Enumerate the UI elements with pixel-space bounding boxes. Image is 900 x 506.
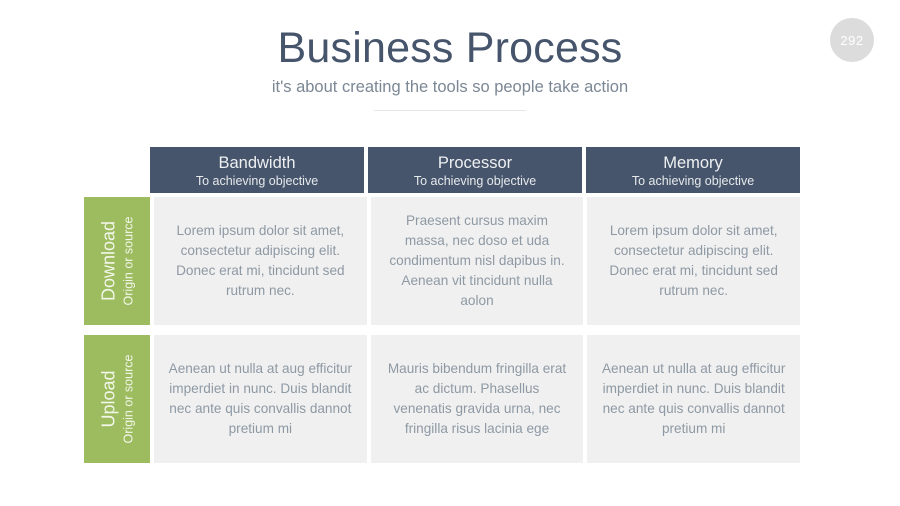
title-divider bbox=[374, 110, 526, 111]
table-row: Upload Origin or source Aenean ut nulla … bbox=[84, 335, 801, 463]
page-title: Business Process bbox=[277, 24, 623, 72]
row-label-subtitle: Origin or source bbox=[121, 354, 136, 444]
cell-text: Aenean ut nulla at aug efficitur imperdi… bbox=[168, 361, 353, 436]
row-label-download: Download Origin or source bbox=[84, 197, 150, 325]
column-header-title: Memory bbox=[663, 153, 723, 172]
table-cell: Praesent cursus maxim massa, nec doso et… bbox=[370, 197, 584, 325]
row-label-inner: Download Origin or source bbox=[98, 217, 137, 306]
column-header-subtitle: To achieving objective bbox=[413, 173, 537, 188]
page-subtitle: it's about creating the tools so people … bbox=[271, 78, 629, 96]
title-block: Business Process it's about creating the… bbox=[0, 22, 900, 111]
column-header-processor: Processor To achieving objective bbox=[368, 147, 582, 193]
table-cell: Lorem ipsum dolor sit amet, consectetur … bbox=[587, 197, 801, 325]
cell-text: Praesent cursus maxim massa, nec doso et… bbox=[389, 213, 565, 308]
cell-text: Lorem ipsum dolor sit amet, consectetur … bbox=[609, 223, 778, 298]
table-cell: Mauris bibendum fringilla erat ac dictum… bbox=[370, 335, 584, 463]
column-header-title: Processor bbox=[437, 153, 513, 172]
row-cells: Aenean ut nulla at aug efficitur imperdi… bbox=[154, 335, 801, 463]
column-header-subtitle: To achieving objective bbox=[631, 173, 755, 188]
page-number-badge: 292 bbox=[830, 18, 874, 62]
comparison-table: Bandwidth To achieving objective Process… bbox=[84, 147, 801, 465]
column-header-bandwidth: Bandwidth To achieving objective bbox=[150, 147, 364, 193]
table-cell: Aenean ut nulla at aug efficitur imperdi… bbox=[587, 335, 801, 463]
table-header-row: Bandwidth To achieving objective Process… bbox=[150, 147, 800, 193]
row-label-inner: Upload Origin or source bbox=[98, 355, 137, 444]
cell-text: Lorem ipsum dolor sit amet, consectetur … bbox=[176, 223, 345, 298]
table-cell: Aenean ut nulla at aug efficitur imperdi… bbox=[154, 335, 367, 463]
row-label-title: Upload bbox=[98, 370, 119, 428]
row-label-upload: Upload Origin or source bbox=[84, 335, 150, 463]
column-header-memory: Memory To achieving objective bbox=[586, 147, 800, 193]
column-header-subtitle: To achieving objective bbox=[195, 173, 319, 188]
table-row: Download Origin or source Lorem ipsum do… bbox=[84, 197, 801, 325]
row-label-title: Download bbox=[98, 220, 119, 302]
cell-text: Mauris bibendum fringilla erat ac dictum… bbox=[387, 361, 567, 436]
row-cells: Lorem ipsum dolor sit amet, consectetur … bbox=[154, 197, 801, 325]
table-cell: Lorem ipsum dolor sit amet, consectetur … bbox=[154, 197, 367, 325]
column-header-title: Bandwidth bbox=[218, 153, 296, 172]
row-label-subtitle: Origin or source bbox=[121, 216, 136, 306]
cell-text: Aenean ut nulla at aug efficitur imperdi… bbox=[601, 361, 786, 436]
